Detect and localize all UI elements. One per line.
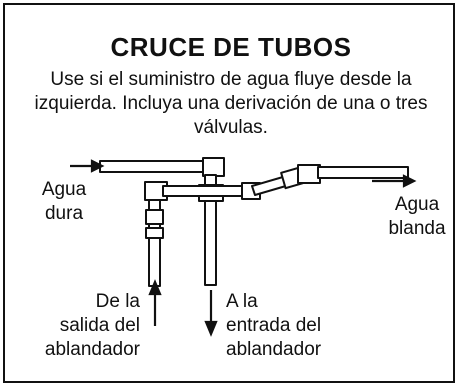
- to-softener-label-line3: ablandador: [226, 339, 322, 360]
- to-softener-label-line2: entrada del: [226, 315, 322, 336]
- soft-water-arrow-head: [402, 174, 417, 188]
- inlet-pipe: [99, 160, 207, 173]
- upper-elbow-fitting: [202, 157, 225, 177]
- from-softener-label-line3: ablandador: [44, 339, 140, 360]
- from-softener-label: De la salida del ablandador: [14, 290, 140, 362]
- from-softener-label-line1: De la: [95, 291, 140, 312]
- outlet-coupling-2: [145, 227, 164, 239]
- soft-water-label-line1: Agua: [394, 194, 440, 215]
- crossover-pipe: [162, 185, 249, 197]
- inlet-down-arrow-head: [204, 320, 218, 337]
- hard-water-label-line2: dura: [44, 203, 84, 224]
- hard-water-arrow-head: [90, 159, 105, 173]
- down-pipe-to-inlet: [204, 174, 217, 286]
- soft-water-label: Agua blanda: [378, 193, 456, 241]
- soft-water-label-line2: blanda: [388, 218, 446, 239]
- to-softener-label-line1: A la: [226, 291, 258, 312]
- diagram-description: Use si el suministro de agua fluye desde…: [34, 69, 428, 138]
- soft-water-pipe: [317, 166, 409, 179]
- from-softener-label-line2: salida del: [59, 315, 140, 336]
- hard-water-label: Agua dura: [34, 178, 94, 226]
- panel-border: [3, 3, 455, 383]
- outlet-up-arrow-head: [148, 279, 162, 296]
- outlet-coupling: [145, 209, 164, 225]
- upper-right-elbow: [297, 164, 321, 184]
- diagram-title: CRUCE DE TUBOS: [110, 32, 352, 62]
- hard-water-label-line1: Agua: [41, 179, 87, 200]
- to-softener-label: A la entrada del ablandador: [226, 290, 366, 362]
